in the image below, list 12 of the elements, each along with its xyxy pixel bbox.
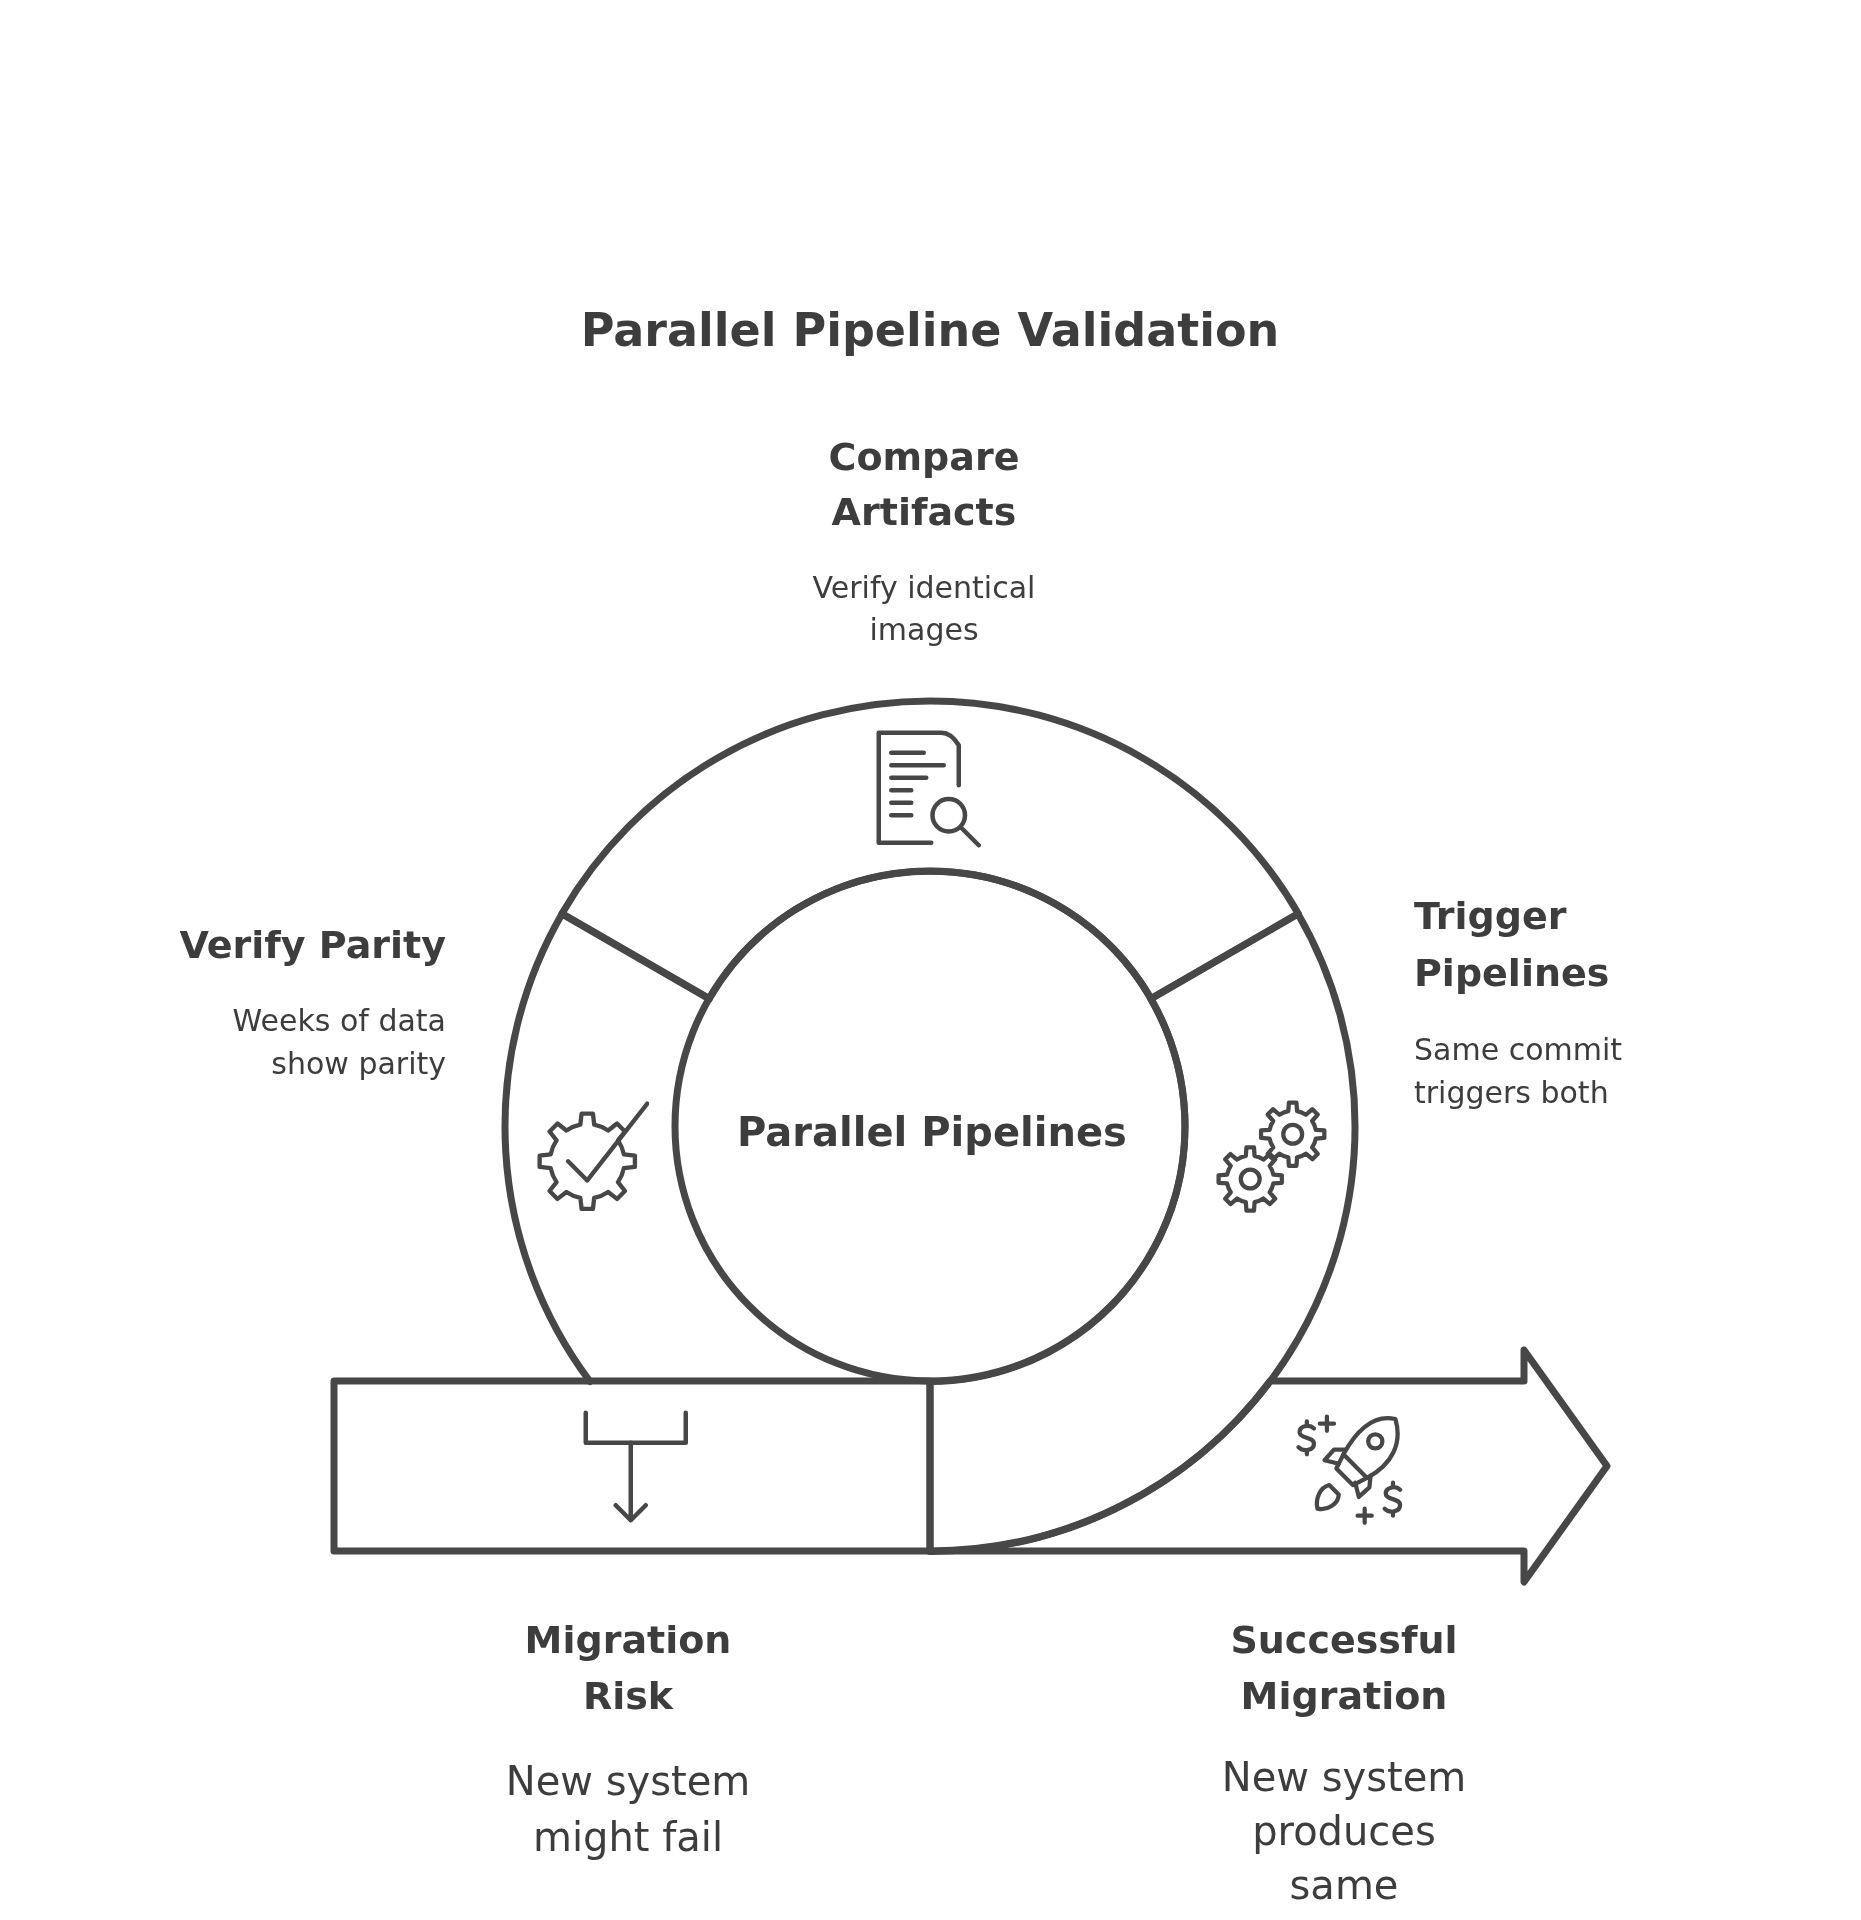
step-heading: Verify Parity: [178, 922, 446, 969]
step-description: Same commit triggers both: [1414, 1031, 1624, 1112]
diagram-title: Parallel Pipeline Validation: [579, 302, 1281, 359]
step-description: New system produces same: [1220, 1753, 1468, 1910]
step-heading: Compare Artifacts: [827, 434, 1021, 536]
step-description: Verify identical images: [811, 569, 1037, 649]
step-description: New system might fail: [504, 1757, 752, 1862]
step-heading: Successful Migration: [1229, 1617, 1459, 1720]
hub-label: Parallel Pipelines: [736, 1108, 1128, 1157]
step-heading: Migration Risk: [523, 1617, 733, 1720]
step-heading: Trigger Pipelines: [1414, 893, 1611, 997]
step-description: Weeks of data show parity: [231, 1002, 446, 1083]
